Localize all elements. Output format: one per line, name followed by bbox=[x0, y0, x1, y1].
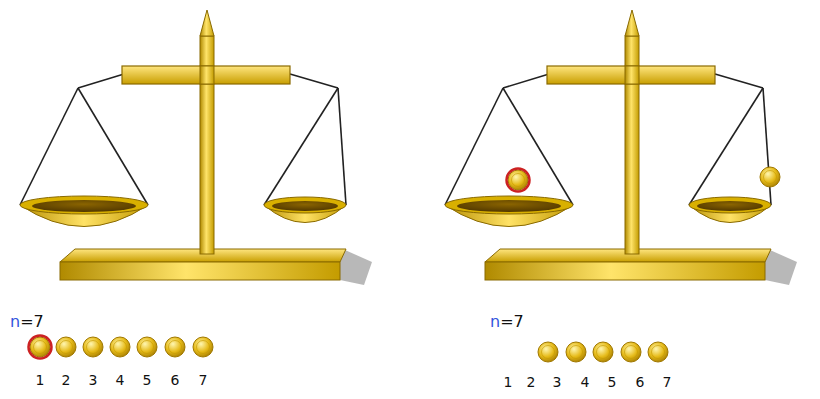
marked-coin-ring bbox=[29, 336, 52, 359]
coin-number: 1 bbox=[504, 375, 513, 389]
coin bbox=[165, 337, 185, 357]
count-label: n=7 bbox=[490, 314, 524, 330]
coin bbox=[30, 337, 50, 357]
coin bbox=[538, 342, 558, 362]
coin-number: 7 bbox=[199, 373, 208, 387]
marked-coin-ring bbox=[507, 169, 530, 192]
coin-number: 5 bbox=[608, 375, 617, 389]
coin-number: 5 bbox=[143, 373, 152, 387]
coin-number: 3 bbox=[89, 373, 98, 387]
coin-number: 4 bbox=[116, 373, 125, 387]
coin-number: 3 bbox=[553, 375, 562, 389]
coin-number: 6 bbox=[636, 375, 645, 389]
coin bbox=[193, 337, 213, 357]
coin bbox=[110, 337, 130, 357]
coin bbox=[760, 167, 780, 187]
coin-number: 2 bbox=[527, 375, 536, 389]
coin-number: 6 bbox=[171, 373, 180, 387]
coin-number: 2 bbox=[62, 373, 71, 387]
coin-number: 4 bbox=[581, 375, 590, 389]
coin bbox=[137, 337, 157, 357]
coin bbox=[648, 342, 668, 362]
balance-scale bbox=[445, 10, 797, 285]
coin-number: 1 bbox=[36, 373, 45, 387]
balance-scale bbox=[20, 10, 372, 285]
coin-number: 7 bbox=[663, 375, 672, 389]
coin bbox=[621, 342, 641, 362]
coin bbox=[593, 342, 613, 362]
coin bbox=[508, 170, 528, 190]
coin bbox=[56, 337, 76, 357]
coin bbox=[566, 342, 586, 362]
coin bbox=[83, 337, 103, 357]
count-label: n=7 bbox=[10, 314, 44, 330]
